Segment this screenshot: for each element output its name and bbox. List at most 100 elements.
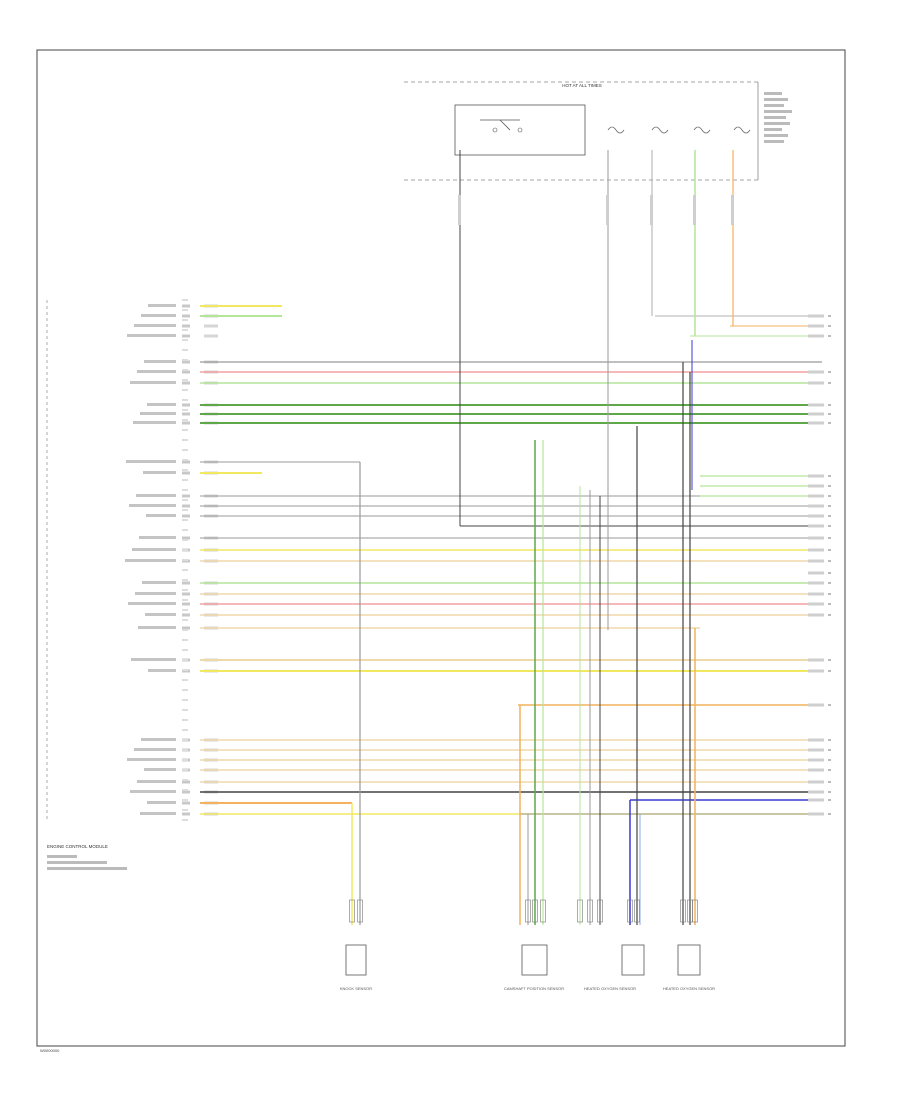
pin-index-mark	[182, 649, 188, 651]
right-pin-mark	[828, 413, 831, 415]
vertical-wire-tag	[693, 195, 696, 225]
pin-number-mark	[182, 412, 190, 416]
right-pin-mark	[828, 704, 831, 706]
right-pin-mark	[828, 781, 831, 783]
pin-number-mark	[182, 370, 190, 374]
right-tag	[808, 421, 824, 425]
pin-index-mark	[182, 719, 188, 721]
pin-label-mark	[142, 581, 176, 584]
pin-index-mark	[182, 429, 188, 431]
pin-label-mark	[130, 381, 176, 384]
ecm-notes	[47, 855, 127, 870]
pin-index-mark	[182, 529, 188, 531]
connector-pin	[540, 899, 546, 923]
right-tag	[808, 581, 824, 585]
pin-index-mark	[182, 669, 188, 671]
right-tag	[808, 592, 824, 596]
pin-index-mark	[182, 489, 188, 491]
pin-label-mark	[137, 370, 176, 373]
pin-index-mark	[182, 769, 188, 771]
pin-number-mark	[182, 602, 190, 606]
pin-number-mark	[182, 536, 190, 540]
diagram-code: W0000000	[40, 1048, 60, 1053]
right-tag	[808, 571, 824, 575]
vertical-wire-tag	[731, 195, 734, 225]
wire-color-tag	[204, 324, 218, 328]
pin-number-mark	[182, 403, 190, 407]
pin-label-mark	[140, 812, 176, 815]
pin-number-mark	[182, 504, 190, 508]
pin-index-mark	[182, 319, 188, 321]
right-tag	[808, 748, 824, 752]
right-pin-mark	[828, 749, 831, 751]
pin-label-mark	[136, 494, 176, 497]
right-tag	[808, 602, 824, 606]
pin-index-mark	[182, 439, 188, 441]
pin-index-mark	[182, 609, 188, 611]
right-tag	[808, 484, 824, 488]
pin-label-mark	[134, 324, 176, 327]
right-tag	[808, 324, 824, 328]
pin-number-mark	[182, 334, 190, 338]
power-distribution-box: HOT AT ALL TIMES	[404, 81, 792, 181]
pin-number-mark	[182, 304, 190, 308]
connector-pin	[680, 899, 686, 923]
svg-text:HEATED OXYGEN SENSOR: HEATED OXYGEN SENSOR	[663, 986, 715, 991]
pin-index-mark	[182, 379, 188, 381]
component-knock-sensor: KNOCK SENSOR	[340, 944, 372, 991]
pin-number-mark	[182, 613, 190, 617]
pin-number-mark	[182, 460, 190, 464]
right-pin-mark	[828, 335, 831, 337]
pin-number-mark	[182, 581, 190, 585]
right-pin-mark	[828, 813, 831, 815]
right-tag	[808, 559, 824, 563]
pin-label-mark	[146, 514, 176, 517]
pin-label-mark	[147, 801, 176, 804]
right-tag	[808, 812, 824, 816]
pin-label-mark	[147, 403, 176, 406]
right-tag	[808, 370, 824, 374]
connector-pin	[634, 899, 640, 923]
pin-number-mark	[182, 494, 190, 498]
right-tag	[808, 738, 824, 742]
pin-index-mark	[182, 389, 188, 391]
pin-number-mark	[182, 360, 190, 364]
pin-label-mark	[144, 768, 176, 771]
connector-pin	[525, 899, 531, 923]
right-tag	[808, 790, 824, 794]
pin-number-mark	[182, 324, 190, 328]
vertical-wires	[349, 150, 734, 925]
pin-label-mark	[144, 360, 176, 363]
component-o2-sensor-2: HEATED OXYGEN SENSOR	[663, 944, 715, 991]
pin-index-mark	[182, 809, 188, 811]
right-pin-mark	[828, 572, 831, 574]
pin-number-mark	[182, 471, 190, 475]
right-tag	[808, 514, 824, 518]
pin-index-mark	[182, 409, 188, 411]
pin-index-mark	[182, 299, 188, 301]
pin-label-mark	[129, 504, 176, 507]
connector-pin	[587, 899, 593, 923]
vertical-wire-tag	[650, 195, 653, 225]
pin-label-mark	[134, 748, 176, 751]
right-tag	[808, 613, 824, 617]
pin-number-mark	[182, 381, 190, 385]
right-pin-mark	[828, 603, 831, 605]
right-pin-mark	[828, 549, 831, 551]
pin-index-mark	[182, 419, 188, 421]
fuse-box-title: HOT AT ALL TIMES	[562, 83, 602, 88]
right-tag	[808, 381, 824, 385]
right-pin-mark	[828, 759, 831, 761]
pin-index-mark	[182, 369, 188, 371]
ecm-title: ENGINE CONTROL MODULE	[47, 844, 108, 849]
pin-index-mark	[182, 639, 188, 641]
right-pin-mark	[828, 769, 831, 771]
pin-label-mark	[127, 334, 176, 337]
pin-label-mark	[139, 536, 176, 539]
pin-label-mark	[125, 559, 176, 562]
pin-number-mark	[182, 790, 190, 794]
pin-index-mark	[182, 589, 188, 591]
pin-index-mark	[182, 679, 188, 681]
right-pin-mark	[828, 670, 831, 672]
